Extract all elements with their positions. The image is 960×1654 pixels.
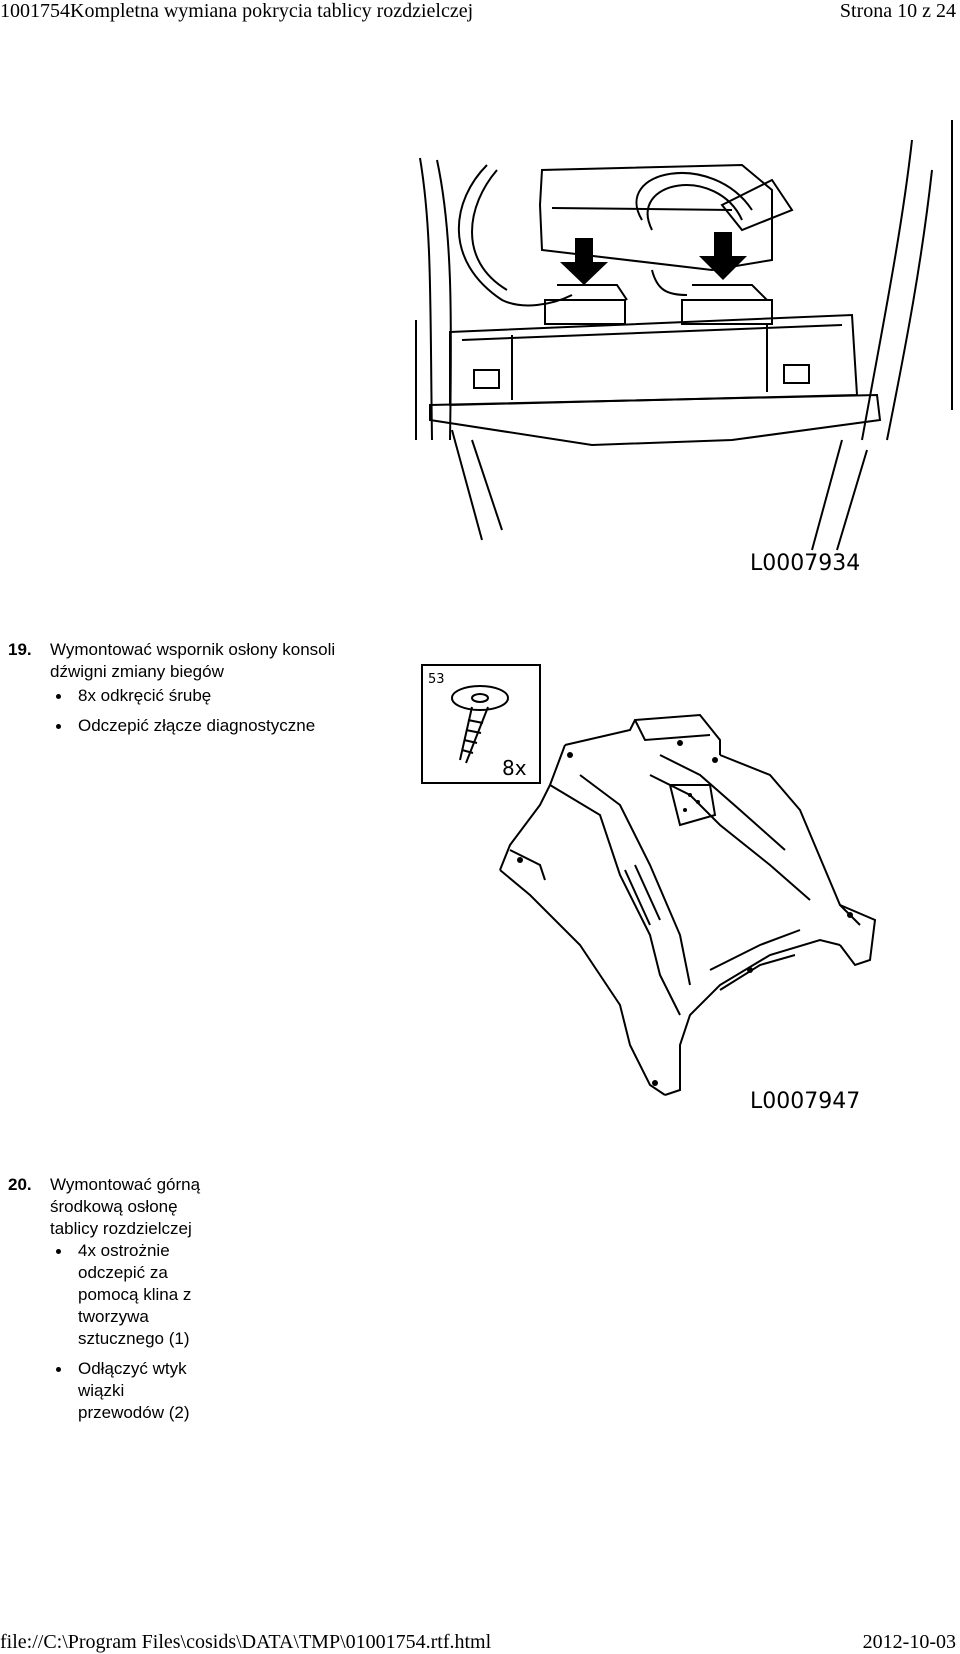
step-19-title-line: Wymontować wspornik osłony konsoli bbox=[50, 640, 336, 659]
bullet-line: tworzywa bbox=[78, 1307, 149, 1326]
inset-count: 8x bbox=[502, 756, 527, 780]
figure-1-code: L0007934 bbox=[750, 551, 860, 576]
print-date: 2012-10-03 bbox=[862, 1631, 956, 1653]
list-item: 4x ostrożnie odczepić za pomocą klina z … bbox=[50, 1240, 191, 1350]
step-20-number: 20. bbox=[8, 1175, 32, 1194]
screw-inset bbox=[421, 664, 541, 784]
figure-console-bracket: 53 8x L0007947 bbox=[421, 664, 877, 1114]
step-19-number: 19. bbox=[8, 640, 32, 659]
bullet-line: Odłączyć wtyk bbox=[78, 1359, 187, 1378]
inset-number: 53 bbox=[428, 672, 445, 687]
step-19-title: Wymontować wspornik osłony konsoli dźwig… bbox=[50, 639, 335, 683]
step-20-title: Wymontować górną środkową osłonę tablicy… bbox=[50, 1174, 200, 1240]
step-20-bullets: 4x ostrożnie odczepić za pomocą klina z … bbox=[50, 1240, 191, 1424]
page-number: Strona 10 z 24 bbox=[839, 0, 956, 22]
list-item: Odczepić złącze diagnostyczne bbox=[50, 715, 315, 737]
step-20-title-line: Wymontować górną bbox=[50, 1175, 201, 1194]
file-path: file://C:\Program Files\cosids\DATA\TMP\… bbox=[0, 1631, 492, 1653]
step-20-title-line: tablicy rozdzielczej bbox=[50, 1219, 192, 1238]
list-item: Odłączyć wtyk wiązki przewodów (2) bbox=[50, 1358, 191, 1424]
bullet-line: wiązki bbox=[78, 1381, 125, 1400]
bullet-line: sztucznego (1) bbox=[78, 1329, 190, 1348]
figure-dashboard-connectors: L0007934 bbox=[415, 120, 953, 576]
figure-2-code: L0007947 bbox=[750, 1089, 860, 1114]
step-20-title-line: środkową osłonę bbox=[50, 1197, 178, 1216]
step-19-title-line: dźwigni zmiany biegów bbox=[50, 662, 224, 681]
bullet-line: przewodów (2) bbox=[78, 1403, 190, 1422]
list-item: 8x odkręcić śrubę bbox=[50, 685, 315, 707]
bullet-line: odczepić za bbox=[78, 1263, 168, 1282]
step-19-bullets: 8x odkręcić śrubę Odczepić złącze diagno… bbox=[50, 685, 315, 737]
bullet-line: pomocą klina z bbox=[78, 1285, 192, 1304]
bullet-line: 4x ostrożnie bbox=[78, 1241, 170, 1260]
document-title: 1001754Kompletna wymiana pokrycia tablic… bbox=[0, 0, 474, 22]
